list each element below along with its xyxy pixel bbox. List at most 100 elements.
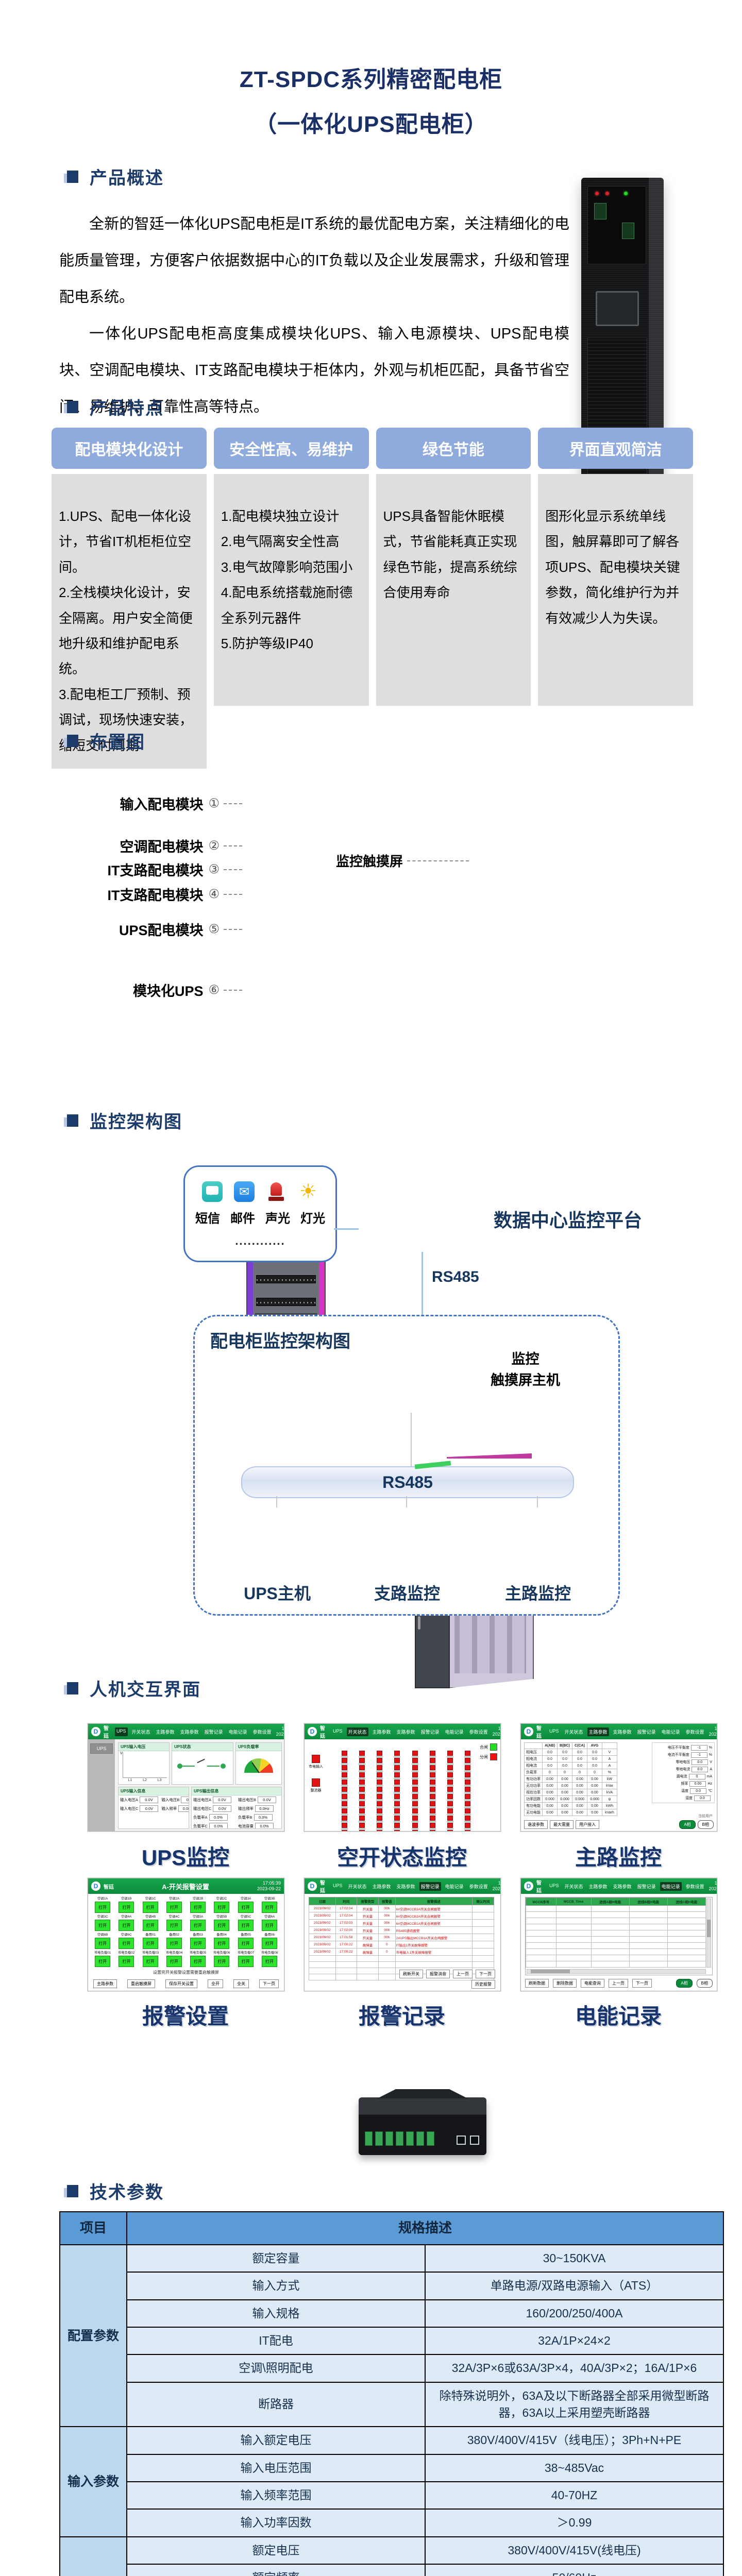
open-button[interactable]: 打开 xyxy=(142,1920,158,1931)
horizontal-scrollbar[interactable] xyxy=(527,1969,706,1974)
phase-a-pill[interactable]: A相 xyxy=(676,1979,693,1988)
feature-column: 配电模块化设计 1.UPS、配电一体化设计，节省IT机柜柜位空间。2.全栈模块化… xyxy=(52,428,207,769)
rs485-bus: RS485 xyxy=(241,1466,574,1498)
hmi-nav-item[interactable]: UPS xyxy=(115,1727,128,1736)
open-button[interactable]: 打开 xyxy=(261,1956,277,1967)
alarm-set-button[interactable]: 主路参数 xyxy=(93,1979,117,1988)
open-button[interactable]: 打开 xyxy=(190,1956,206,1967)
hmi-nav-item[interactable]: 开关状态 xyxy=(564,1884,583,1889)
phase-a-pill[interactable]: A相 xyxy=(679,1820,696,1829)
open-button[interactable]: 打开 xyxy=(190,1938,206,1949)
hmi-nav-item[interactable]: 主路参数 xyxy=(587,1727,609,1736)
hmi-nav-item[interactable]: 报警记录 xyxy=(637,1729,656,1735)
open-button[interactable]: 打开 xyxy=(261,1938,277,1949)
open-button[interactable]: 打开 xyxy=(166,1956,182,1967)
open-button[interactable]: 打开 xyxy=(190,1920,206,1931)
hmi-nav-item[interactable]: 参数设置 xyxy=(685,1729,704,1735)
open-button[interactable]: 打开 xyxy=(214,1902,230,1913)
main-tab-button[interactable]: 用户接入 xyxy=(576,1820,599,1829)
alarm-set-button[interactable]: 全开 xyxy=(208,1979,223,1988)
hmi-nav-item[interactable]: 电能记录 xyxy=(445,1729,464,1735)
open-button[interactable]: 打开 xyxy=(119,1920,134,1931)
alarm-log-button[interactable]: 下一页 xyxy=(476,1970,495,1978)
hmi-nav-item[interactable]: 支路参数 xyxy=(396,1729,415,1735)
alarm-set-button[interactable]: 重启触摸屏 xyxy=(127,1979,155,1988)
open-button[interactable]: 打开 xyxy=(261,1902,277,1913)
open-button[interactable]: 打开 xyxy=(261,1920,277,1931)
alarm-log-button[interactable]: 上一页 xyxy=(453,1970,473,1978)
hmi-nav-item[interactable]: UPS xyxy=(333,1883,343,1888)
energy-button[interactable]: 刷新数据 xyxy=(525,1979,549,1988)
cabinet-screen xyxy=(596,291,639,326)
alarm-log-button[interactable]: 报警消音 xyxy=(426,1970,450,1978)
hmi-nav-item[interactable]: 主路参数 xyxy=(588,1884,608,1889)
energy-button[interactable]: 上一页 xyxy=(609,1979,628,1988)
hmi-nav-item[interactable]: 开关状态 xyxy=(564,1729,583,1735)
open-button[interactable]: 打开 xyxy=(119,1938,134,1949)
open-button[interactable]: 打开 xyxy=(142,1938,158,1949)
alarm-log-button[interactable]: 刷新开关 xyxy=(399,1970,423,1978)
history-alarm-button[interactable]: 历史报警 xyxy=(471,1980,495,1989)
open-button[interactable]: 打开 xyxy=(119,1902,134,1913)
main-tab-button[interactable]: 谐波参数 xyxy=(524,1820,548,1829)
open-button[interactable]: 打开 xyxy=(238,1938,254,1949)
hmi-nav-item[interactable]: 报警记录 xyxy=(637,1884,656,1889)
hmi-nav-item[interactable]: 主路参数 xyxy=(372,1884,391,1889)
hmi-nav-item[interactable]: 参数设置 xyxy=(685,1884,704,1889)
vertical-scrollbar[interactable] xyxy=(706,1899,711,1968)
feature-column-title: 界面直观简洁 xyxy=(538,428,693,469)
energy-button[interactable]: 删除数据 xyxy=(553,1979,577,1988)
open-button[interactable]: 打开 xyxy=(119,1956,134,1967)
hmi-nav-item[interactable]: 电能记录 xyxy=(445,1884,464,1889)
hmi-nav-item[interactable]: 开关状态 xyxy=(348,1884,367,1889)
hmi-nav-item[interactable]: 报警记录 xyxy=(419,1882,441,1891)
open-button[interactable]: 打开 xyxy=(95,1956,111,1967)
hmi-nav-item[interactable]: 支路参数 xyxy=(613,1729,632,1735)
alarm-set-button[interactable]: 全关 xyxy=(233,1979,249,1988)
open-button[interactable]: 打开 xyxy=(166,1920,182,1931)
open-button[interactable]: 打开 xyxy=(95,1938,111,1949)
open-button[interactable]: 打开 xyxy=(238,1902,254,1913)
hmi-nav-item[interactable]: 参数设置 xyxy=(252,1729,272,1735)
hmi-nav-item[interactable]: 主路参数 xyxy=(372,1729,391,1735)
open-button[interactable]: 打开 xyxy=(214,1956,230,1967)
alarm-set-button[interactable]: 保存开关设置 xyxy=(165,1979,197,1988)
energy-button[interactable]: 电能查询 xyxy=(581,1979,604,1988)
open-button[interactable]: 打开 xyxy=(95,1902,111,1913)
hmi-nav-item[interactable]: 报警记录 xyxy=(420,1729,440,1735)
open-button[interactable]: 打开 xyxy=(214,1920,230,1931)
hmi-nav-item[interactable]: 开关状态 xyxy=(131,1729,150,1735)
hmi-nav-item[interactable]: UPS xyxy=(549,1728,559,1734)
open-button[interactable]: 打开 xyxy=(238,1956,254,1967)
hmi-nav-item[interactable]: 支路参数 xyxy=(396,1884,415,1889)
hmi-nav-item[interactable]: 支路参数 xyxy=(180,1729,199,1735)
phase-b-pill[interactable]: B相 xyxy=(697,1820,714,1829)
main-tab-button[interactable]: 最大需量 xyxy=(550,1820,574,1829)
open-button[interactable]: 打开 xyxy=(238,1920,254,1931)
open-button[interactable]: 打开 xyxy=(166,1902,182,1913)
feature-column-body: 1.UPS、配电一体化设计，节省IT机柜柜位空间。2.全栈模块化设计，安全隔离。… xyxy=(52,474,207,769)
hmi-nav-item[interactable]: 报警记录 xyxy=(204,1729,223,1735)
open-button[interactable]: 打开 xyxy=(166,1938,182,1949)
hmi-nav-item[interactable]: 主路参数 xyxy=(156,1729,175,1735)
hmi-nav-item[interactable]: 开关状态 xyxy=(346,1727,368,1736)
energy-button[interactable]: 下一页 xyxy=(632,1979,652,1988)
open-button[interactable]: 打开 xyxy=(190,1902,206,1913)
hmi-nav-item[interactable]: UPS xyxy=(549,1883,559,1888)
hmi-nav-item[interactable]: 参数设置 xyxy=(469,1729,488,1735)
hmi-nav-item[interactable]: 电能记录 xyxy=(661,1729,680,1735)
open-button[interactable]: 打开 xyxy=(142,1902,158,1913)
sidebar-item-ups[interactable]: UPS xyxy=(90,1743,113,1754)
alarm-set-button[interactable]: 下一页 xyxy=(259,1979,279,1988)
hmi-nav-item[interactable]: 支路参数 xyxy=(613,1884,632,1889)
hmi-nav-item[interactable]: 电能记录 xyxy=(228,1729,247,1735)
phase-b-pill[interactable]: B相 xyxy=(696,1979,713,1988)
hmi-nav-item[interactable]: 电能记录 xyxy=(660,1882,682,1891)
hmi-nav-item[interactable]: 参数设置 xyxy=(469,1884,488,1889)
open-button[interactable]: 打开 xyxy=(95,1920,111,1931)
open-button[interactable]: 打开 xyxy=(214,1938,230,1949)
hmi-nav-item[interactable]: UPS xyxy=(333,1728,343,1734)
open-button[interactable]: 打开 xyxy=(142,1956,158,1967)
